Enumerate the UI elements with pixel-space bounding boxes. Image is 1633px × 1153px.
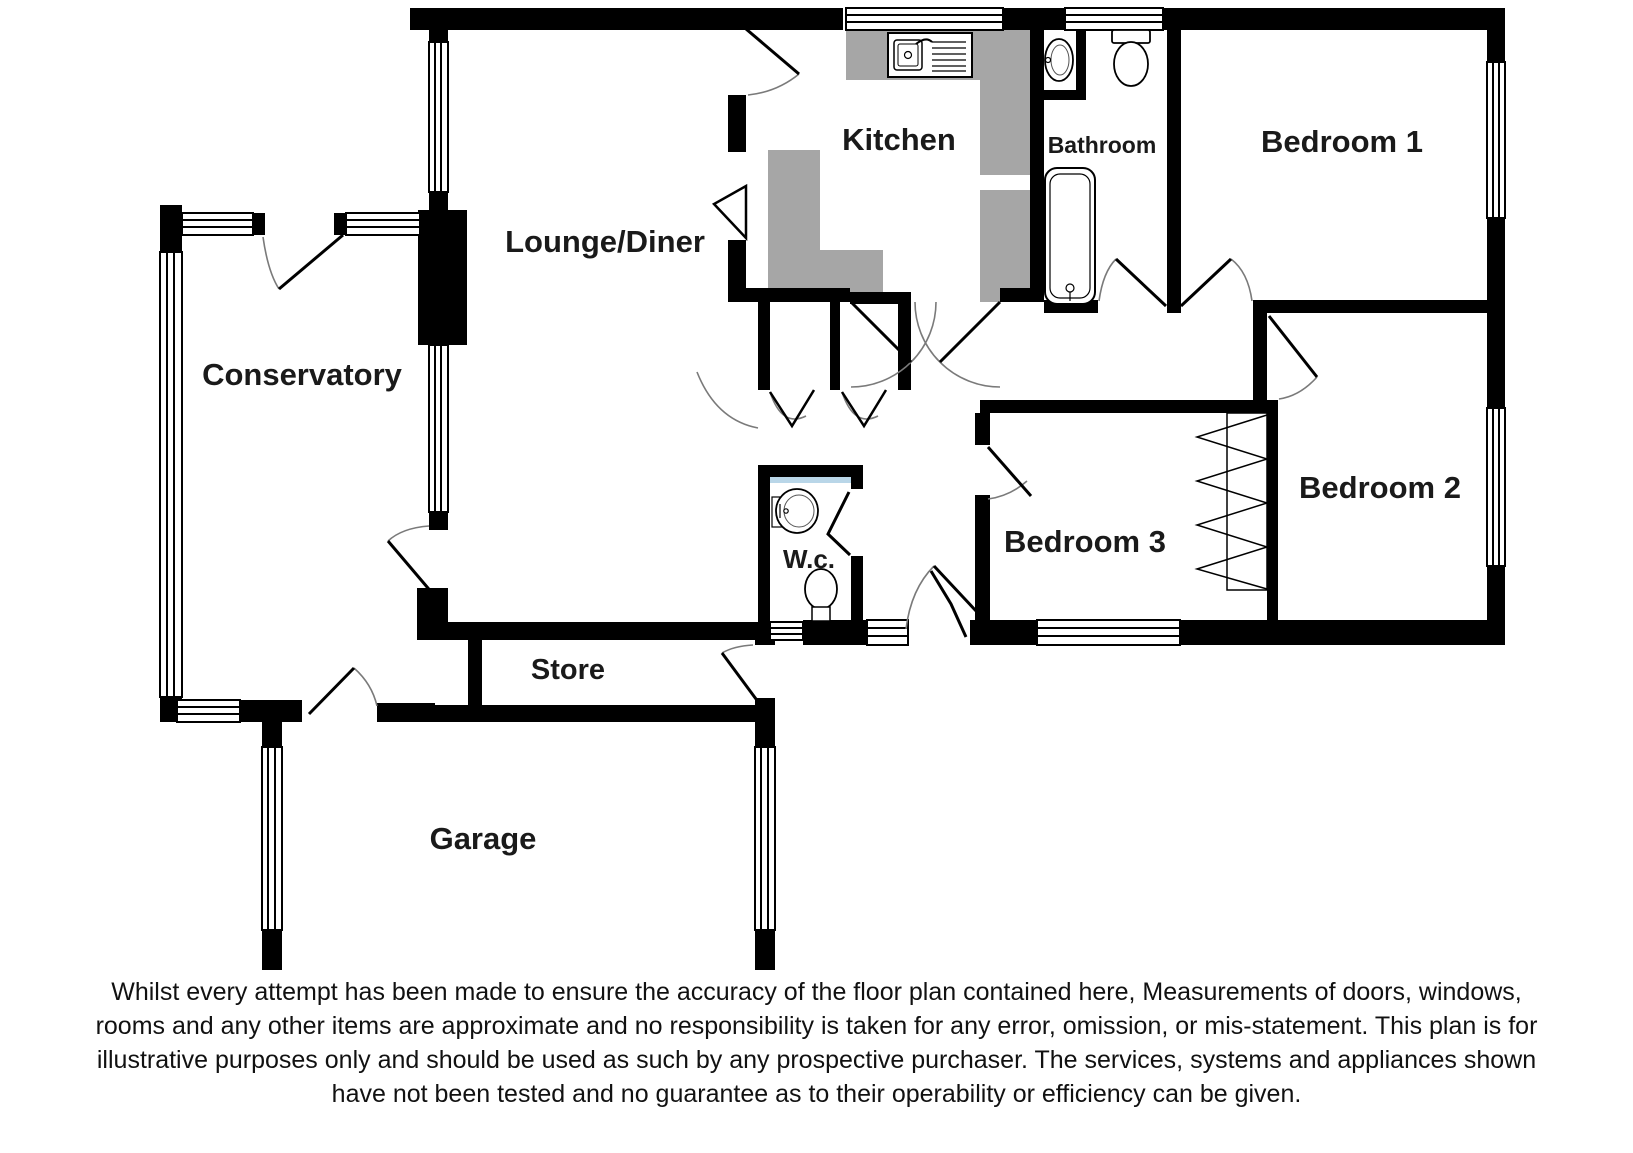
kitchen-door-leaf <box>738 21 800 76</box>
hall-door-arc <box>696 371 759 429</box>
bedroom1-door-arc <box>1230 258 1253 302</box>
kitchen-hall-door-leaf-left <box>849 300 913 364</box>
kitchen-window <box>845 7 1004 31</box>
garage-door-leaf <box>307 666 356 716</box>
conservatory-top-window-2 <box>345 212 421 236</box>
room-label-bedroom-3: Bedroom 3 <box>1004 524 1166 559</box>
wall-segments <box>160 8 1505 992</box>
sink-icon <box>887 32 973 78</box>
bedroom1-door-leaf <box>1179 257 1233 308</box>
garage-right-window <box>754 746 776 931</box>
wc-window <box>769 621 804 641</box>
room-label-bedroom-1: Bedroom 1 <box>1261 124 1423 159</box>
disclaimer-line-2: rooms and any other items are approximat… <box>95 1012 1538 1040</box>
conservatory-door-leaf <box>278 233 344 291</box>
conservatory-bottom-window <box>176 699 241 723</box>
lounge-window <box>428 41 449 193</box>
store-door-arc <box>721 644 754 654</box>
wc-sill <box>770 477 851 483</box>
room-label-kitchen: Kitchen <box>842 122 956 157</box>
bedroom3-door-arc <box>987 480 1028 500</box>
bathroom-window <box>1064 7 1164 31</box>
garage-left-window <box>261 746 283 931</box>
bathroom-door-arc <box>1098 258 1117 302</box>
conservatory-door-arc <box>262 236 280 290</box>
bedroom3-door-leaf <box>986 446 1033 497</box>
wc-door-leaf <box>826 491 852 557</box>
door-arcs <box>262 73 1318 707</box>
bedroom3-hall-door-leaf <box>932 564 979 614</box>
floor-plan: Lounge/Diner Kitchen Bathroom Bedroom 1 … <box>159 7 1506 992</box>
bedroom2-window <box>1486 407 1506 567</box>
disclaimer-text: Whilst every attempt has been made to en… <box>0 975 1633 1111</box>
conservatory-hall-door-leaf <box>386 540 435 595</box>
store-door-leaf <box>720 652 758 700</box>
bedroom3-window <box>1036 619 1181 646</box>
lounge-conservatory-window <box>428 344 449 513</box>
kitchen-hall-door-arc-right <box>914 301 1001 388</box>
hall-window <box>866 619 909 646</box>
door-leaves <box>278 21 1319 716</box>
room-label-bathroom: Bathroom <box>1048 132 1157 158</box>
disclaimer-line-3: illustrative purposes only and should be… <box>96 1046 1537 1074</box>
disclaimer-line-4: have not been tested and no guarantee as… <box>331 1080 1302 1108</box>
cupboard-door-arc-2 <box>841 391 879 420</box>
room-label-conservatory: Conservatory <box>202 357 403 392</box>
bedroom2-door-leaf <box>1267 315 1319 378</box>
cupboard-door-leaf-1 <box>768 389 816 429</box>
bedroom2-door-arc <box>1278 376 1318 400</box>
conservatory-hall-door-arc <box>387 525 430 542</box>
front-door-arc <box>905 565 935 630</box>
room-label-store: Store <box>531 654 605 686</box>
wc-basin-icon <box>771 488 819 534</box>
conservatory-top-window-1 <box>181 212 254 236</box>
wc-toilet-icon <box>804 568 838 622</box>
window-markers <box>159 7 1506 931</box>
disclaimer-line-1: Whilst every attempt has been made to en… <box>111 978 1522 1006</box>
room-label-lounge-diner: Lounge/Diner <box>505 224 705 259</box>
room-label-wc: W.c. <box>783 544 835 574</box>
cupboard-door-leaf-2 <box>840 389 888 429</box>
bathroom-door-leaf <box>1114 257 1168 308</box>
kitchen-hall-door-arc-left <box>850 301 937 388</box>
wardrobe-icon <box>1194 412 1270 591</box>
bathtub-icon <box>1044 167 1096 305</box>
kitchen-hall-door-leaf-right <box>938 300 1002 364</box>
room-label-bedroom-2: Bedroom 2 <box>1299 470 1461 505</box>
bathroom-basin-icon <box>1040 30 1086 100</box>
toilet-icon <box>1111 29 1151 87</box>
conservatory-left-window <box>159 251 183 698</box>
serving-hatch-door <box>711 183 748 242</box>
cupboard-door-arc-1 <box>769 391 807 420</box>
garage-door-arc <box>353 667 378 707</box>
bedroom1-window <box>1486 61 1506 219</box>
front-door-leaf <box>929 570 968 638</box>
kitchen-door-arc <box>747 73 800 96</box>
room-label-garage: Garage <box>430 821 537 856</box>
